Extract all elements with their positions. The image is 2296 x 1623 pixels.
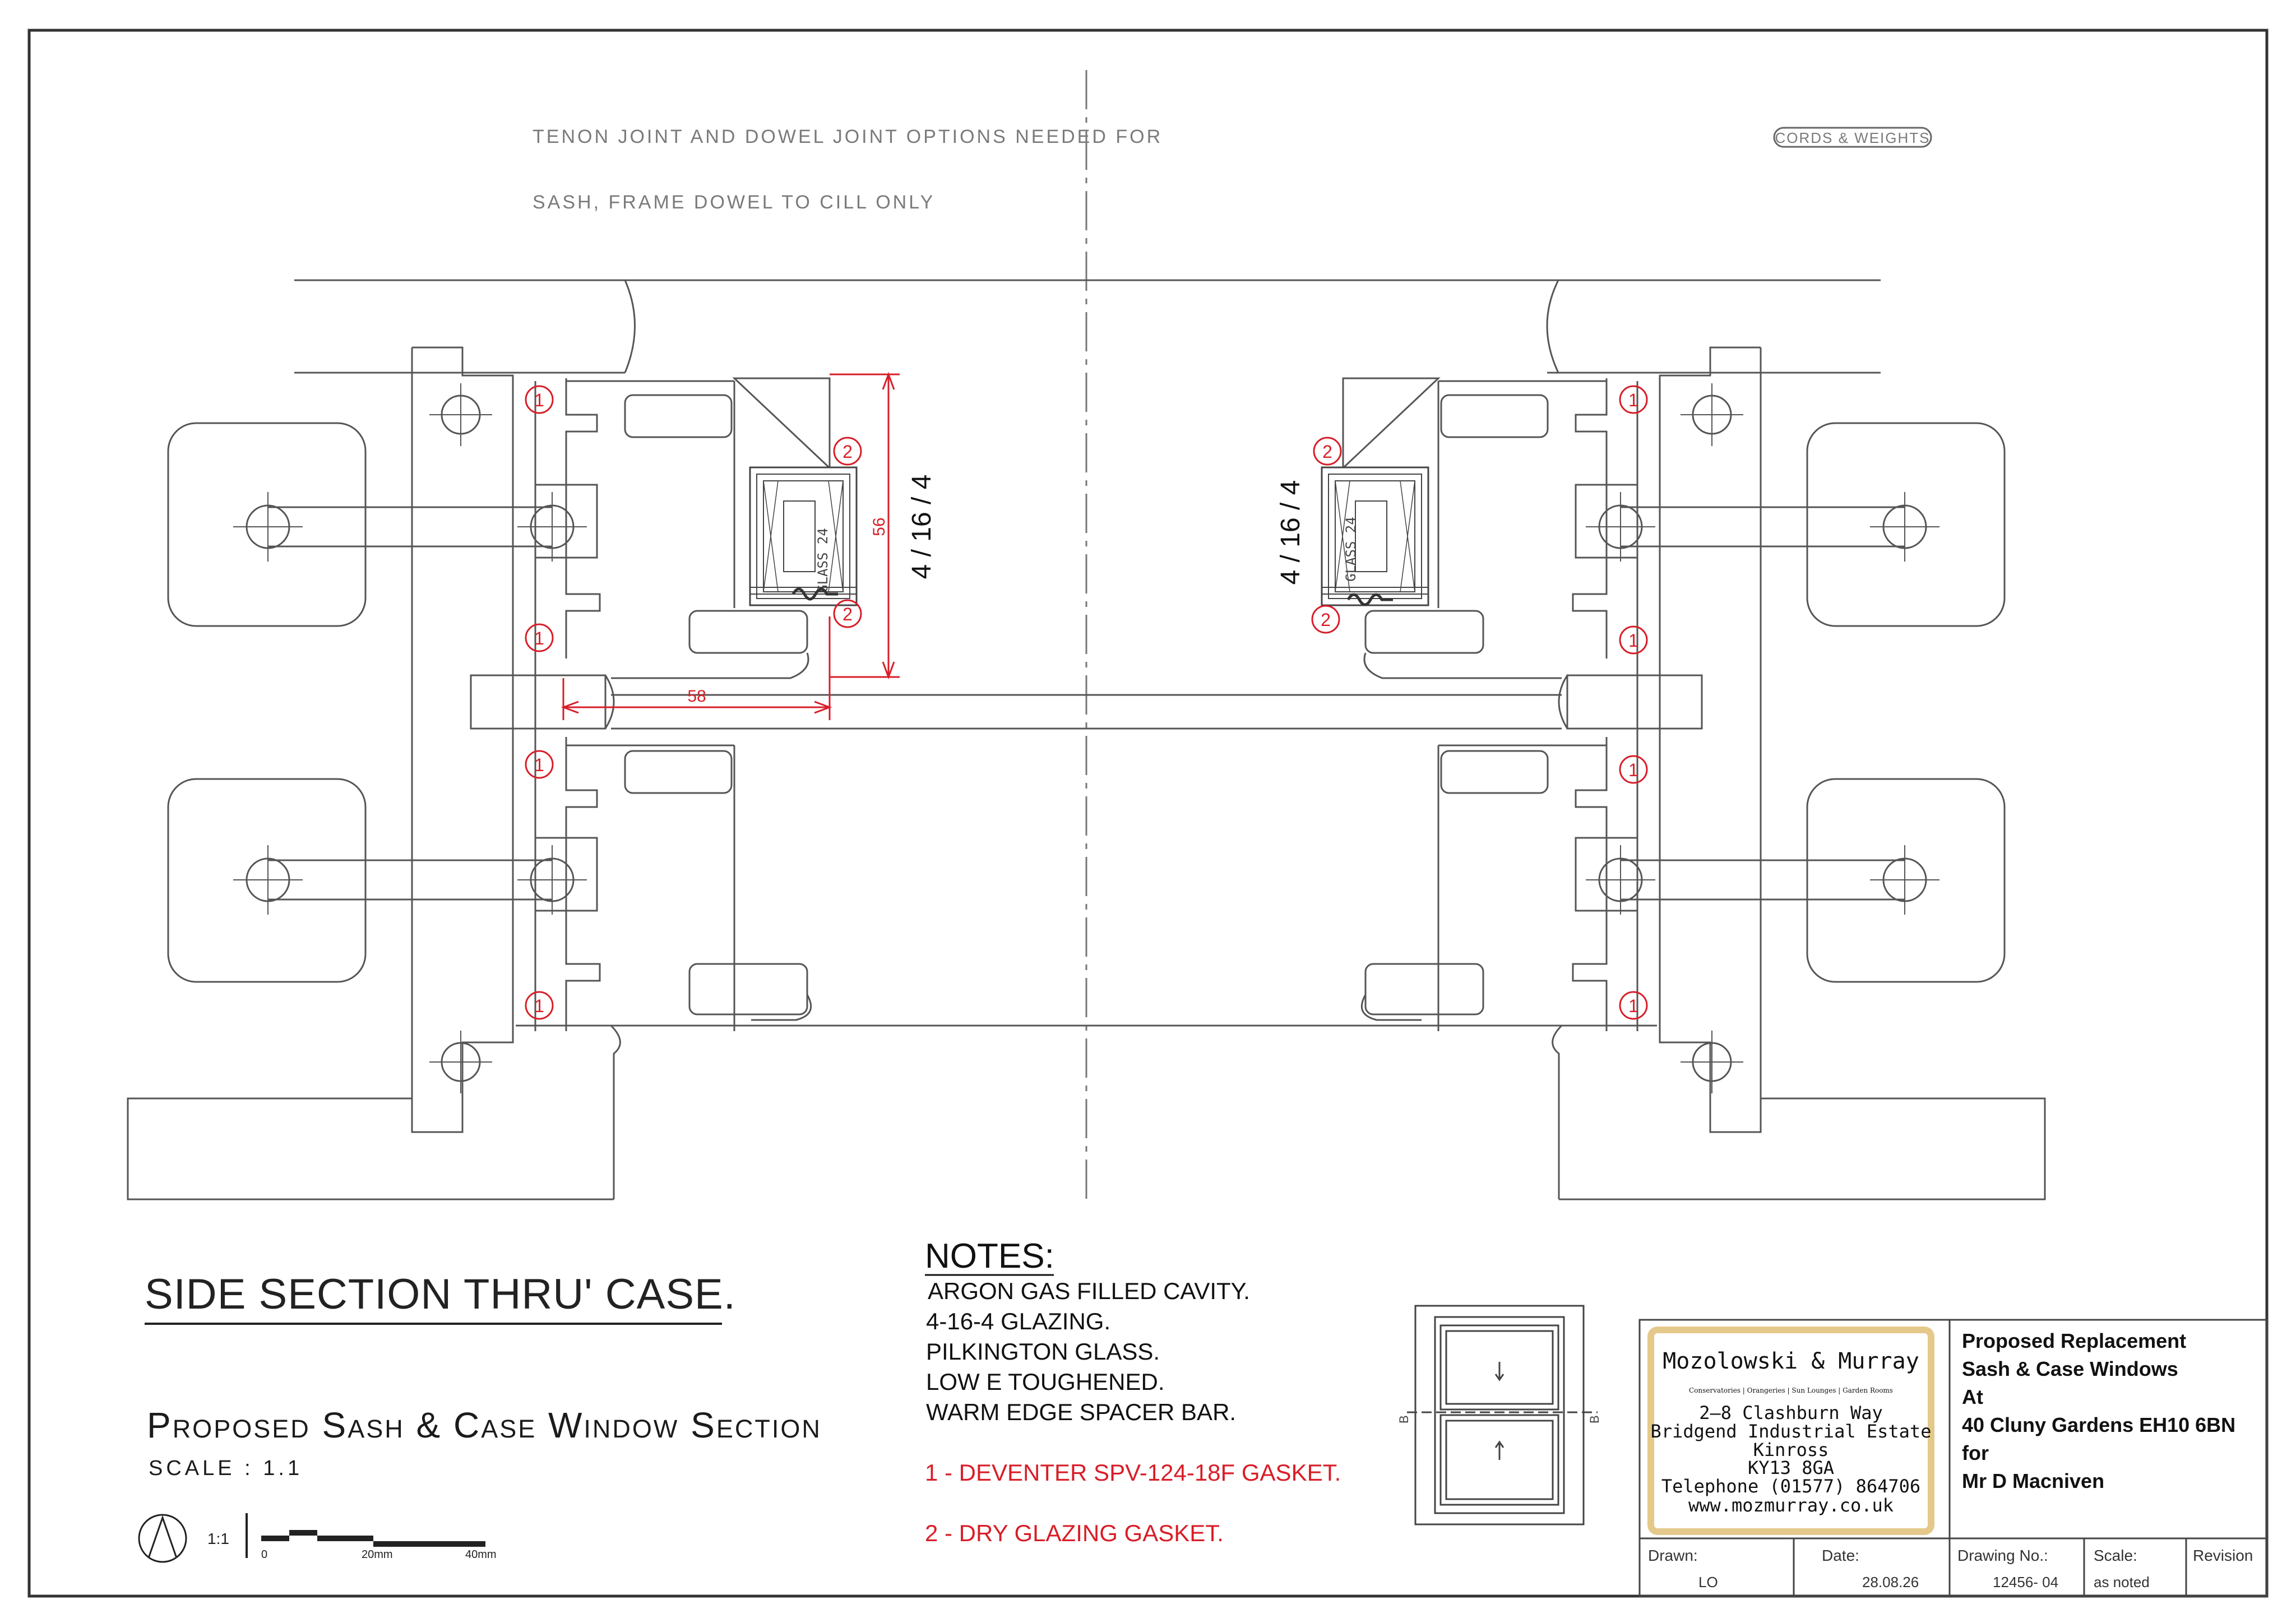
marker-2-d: 2	[1321, 610, 1331, 630]
drawn-value: LO	[1698, 1574, 1718, 1590]
drawing-no-value: 12456- 04	[1993, 1574, 2058, 1590]
scale-end: 40mm	[465, 1548, 497, 1561]
glazing-spec-right: 4 / 16 / 4	[1276, 480, 1306, 585]
drawing-no-label: Drawing No.:	[1957, 1547, 2048, 1564]
note-item-2: 4-16-4 GLAZING.	[926, 1308, 1110, 1334]
marker-1-e: 1	[1628, 390, 1638, 410]
scale-value: as noted	[2094, 1574, 2150, 1590]
project-line-3: At	[1962, 1385, 1983, 1408]
date-value: 28.08.26	[1862, 1574, 1919, 1590]
marker-2-b: 2	[843, 604, 853, 624]
company-address-2: Bridgend Industrial Estate	[1651, 1421, 1932, 1442]
note-line-2: SASH, FRAME DOWEL TO CILL ONLY	[533, 192, 935, 213]
project-line-1: Proposed Replacement	[1962, 1329, 2186, 1352]
scale-label: Scale:	[2094, 1547, 2137, 1564]
scale-caption: SCALE : 1.1	[149, 1457, 303, 1480]
revision-label: Revision	[2193, 1547, 2253, 1564]
company-name: Mozolowski & Murray	[1663, 1348, 1919, 1374]
marker-1-f: 1	[1628, 630, 1638, 651]
cords-label-box	[1773, 127, 1932, 148]
north-arrow-icon	[138, 1514, 187, 1563]
dimension-height: 56	[870, 517, 888, 536]
dimension-width: 58	[687, 687, 706, 706]
project-line-2: Sash & Case Windows	[1962, 1357, 2178, 1380]
glazing-spec-left: 4 / 16 / 4	[907, 475, 937, 579]
note-line-1: TENON JOINT AND DOWEL JOINT OPTIONS NEED…	[533, 126, 1163, 147]
scale-ratio: 1:1	[207, 1530, 229, 1547]
dimension-lines	[561, 372, 900, 720]
marker-1-a: 1	[534, 390, 544, 410]
glass-unit-left: GLASS 24	[749, 466, 858, 606]
marker-1-b: 1	[534, 628, 544, 648]
marker-1-d: 1	[534, 996, 544, 1016]
section-mark-left: B	[1397, 1415, 1411, 1423]
main-title: Proposed Sash & Case Window Section	[147, 1405, 822, 1445]
sheet-border	[27, 29, 2269, 1598]
company-address-1: 2–8 Clashburn Way	[1699, 1402, 1883, 1423]
glass-label-right: GLASS 24	[1343, 517, 1359, 582]
scale-zero: 0	[261, 1548, 267, 1561]
notes-heading: NOTES:	[925, 1237, 1054, 1276]
marker-1-g: 1	[1628, 760, 1638, 780]
gasket-note-2: 2 - DRY GLAZING GASKET.	[925, 1520, 1224, 1546]
company-address-4: KY13 8GA	[1748, 1457, 1834, 1478]
cords-weights-label: CORDS & WEIGHTS	[1775, 129, 1930, 146]
handwritten-title: SIDE SECTION THRU' CASE.	[145, 1270, 736, 1318]
title-block	[1638, 1319, 2268, 1597]
project-line-5: for	[1962, 1441, 1989, 1464]
gasket-note-1: 1 - DEVENTER SPV-124-18F GASKET.	[925, 1459, 1341, 1486]
note-item-4: LOW E TOUGHENED.	[926, 1369, 1165, 1395]
project-line-4: 40 Cluny Gardens EH10 6BN	[1962, 1413, 2235, 1436]
company-address-3: Kinross	[1753, 1439, 1829, 1460]
marker-2-a: 2	[843, 442, 853, 462]
glass-label-left: GLASS 24	[815, 528, 831, 593]
note-item-3: PILKINGTON GLASS.	[926, 1338, 1160, 1365]
note-item-1: ARGON GAS FILLED CAVITY.	[928, 1278, 1250, 1304]
gasket-markers-1	[525, 385, 1648, 1020]
company-logo-box	[1647, 1327, 1934, 1535]
marker-1-c: 1	[534, 755, 544, 775]
note-item-5: WARM EDGE SPACER BAR.	[926, 1399, 1236, 1425]
date-label: Date:	[1822, 1547, 1859, 1564]
gasket-markers-2	[833, 437, 1342, 634]
drawn-label: Drawn:	[1648, 1547, 1698, 1564]
marker-1-h: 1	[1628, 996, 1638, 1016]
scale-bar: 1:1 0 20mm 40mm	[138, 1513, 497, 1563]
case-structure	[127, 279, 2046, 1200]
company-phone: Telephone (01577) 864706	[1661, 1476, 1920, 1497]
marker-2-c: 2	[1322, 442, 1332, 462]
scale-mid: 20mm	[362, 1548, 393, 1561]
company-web: www.mozmurray.co.uk	[1688, 1495, 1894, 1516]
company-tagline: Conservatories | Orangeries | Sun Lounge…	[1689, 1386, 1893, 1394]
section-mark-right: B	[1587, 1415, 1601, 1423]
glass-unit-right: GLASS 24	[1321, 466, 1429, 606]
project-line-6: Mr D Macniven	[1962, 1469, 2104, 1492]
window-elevation	[1407, 1305, 1598, 1525]
